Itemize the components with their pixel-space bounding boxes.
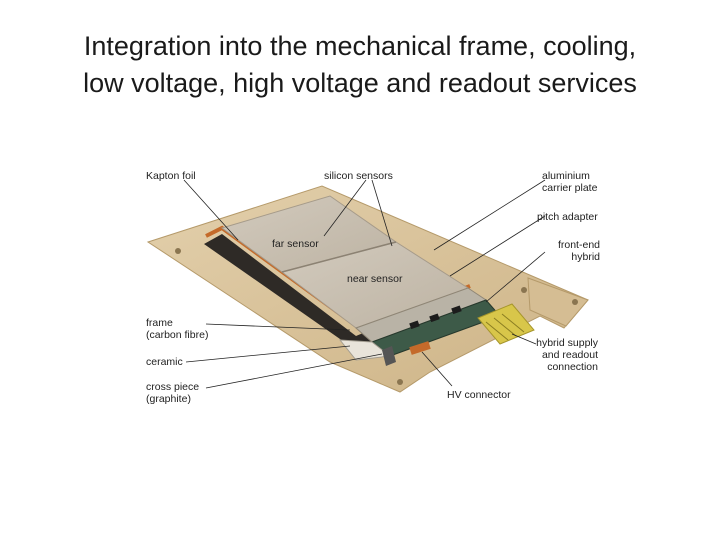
label-frame: frame (carbon fibre) [146, 317, 208, 341]
hybrid-chip [409, 320, 420, 330]
hv-connector-shape [409, 341, 431, 355]
label-ceramic: ceramic [146, 356, 183, 368]
leader-hv-connector [421, 351, 453, 387]
leader-kapton-foil [183, 179, 239, 241]
mounting-hole [397, 379, 403, 385]
mounting-hole [521, 287, 527, 293]
leader-ceramic [185, 345, 351, 363]
label-aluminium-carrier-line-2: carrier plate [542, 182, 598, 194]
hybrid-chip [451, 305, 462, 315]
label-hybrid-supply-line-1: hybrid supply [536, 337, 598, 349]
label-pitch-adapter: pitch adapter [537, 211, 598, 223]
label-cross-piece-line-1: cross piece [146, 381, 200, 393]
carrier-plate-tab [527, 277, 589, 327]
label-cross-piece-line-2: (graphite) [146, 393, 191, 405]
leader-hybrid-supply [511, 333, 537, 345]
label-cross-piece: cross piece (graphite) [146, 381, 199, 405]
page-title: Integration into the mechanical frame, c… [0, 28, 720, 102]
hybrid-supply-connector [477, 303, 535, 345]
connector-trace [485, 321, 509, 341]
leader-silicon-sensors-1 [323, 179, 367, 237]
mounting-hole [175, 248, 181, 254]
leader-silicon-sensors-2 [371, 179, 393, 247]
label-frame-line-2: (carbon fibre) [146, 329, 209, 341]
mounting-hole [572, 299, 578, 305]
title-line-2: low voltage, high voltage and readout se… [83, 68, 637, 98]
leader-cross-piece [205, 353, 383, 389]
connector-trace [501, 313, 525, 333]
label-far-sensor: far sensor [272, 238, 319, 250]
leader-pitch-adapter [449, 215, 546, 277]
label-front-end-hybrid-line-1: front-end [557, 239, 600, 251]
label-front-end-hybrid: front-end hybrid [548, 239, 600, 263]
leader-front-end-hybrid [485, 251, 546, 303]
label-hybrid-supply-line-2: and readout [541, 349, 598, 361]
label-silicon-sensors: silicon sensors [324, 170, 393, 182]
sensor-gap [281, 241, 397, 273]
label-frame-line-1: frame [146, 317, 173, 329]
label-aluminium-carrier-line-1: aluminium [542, 170, 590, 182]
label-kapton-foil: Kapton foil [146, 170, 196, 182]
label-aluminium-carrier-plate: aluminium carrier plate [542, 170, 597, 194]
hybrid-chip [429, 313, 440, 323]
connector-trace [493, 317, 517, 337]
label-hybrid-supply-line-3: connection [547, 361, 598, 373]
label-near-sensor: near sensor [347, 273, 403, 285]
title-line-1: Integration into the mechanical frame, c… [83, 31, 637, 61]
cross-piece-graphite [382, 346, 396, 366]
label-front-end-hybrid-line-2: hybrid [571, 251, 600, 263]
label-hybrid-supply-connection: hybrid supply and readout connection [520, 337, 598, 373]
leader-frame [205, 323, 351, 331]
leader-aluminium-carrier [433, 179, 546, 251]
label-hv-connector: HV connector [447, 389, 511, 401]
